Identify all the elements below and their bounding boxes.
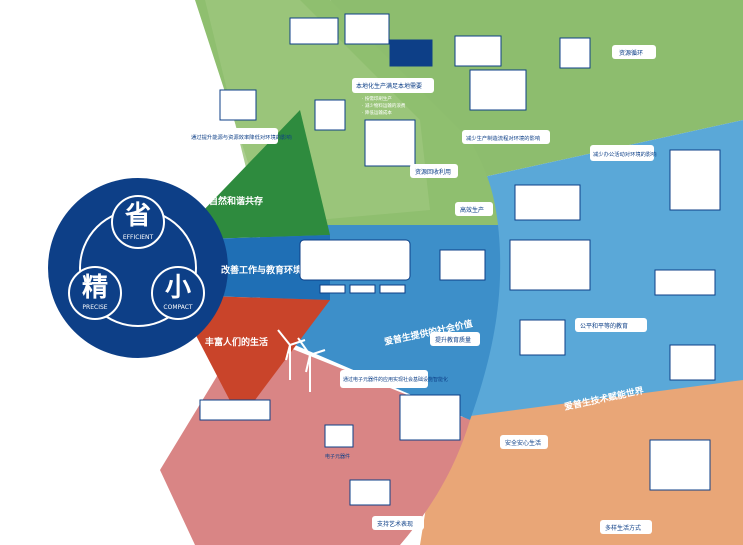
- wedge-nature: [175, 110, 330, 240]
- label-box-safe-life: [500, 435, 548, 449]
- label-equal-education: 公平和平等的教育: [580, 322, 628, 330]
- label-chip: 电子元器件: [325, 453, 350, 460]
- core-node-left: [68, 266, 122, 320]
- wedge-nature-label: 与自然和谐共存: [200, 195, 263, 207]
- label-local-sub1: · 按需印刷生产: [362, 95, 392, 102]
- label-art-support: 支持艺术表现: [377, 520, 413, 528]
- label-resource-cycle: 资源循环: [619, 49, 643, 57]
- core-sheng-en: EFFICIENT: [123, 234, 154, 241]
- core-jing-en: PRECISE: [82, 304, 107, 311]
- label-efficient-production: 高效生产: [460, 206, 484, 214]
- label-reduce-office: 减少办公活动对环境的影响: [593, 150, 657, 158]
- label-box-reduce-office: [590, 145, 654, 161]
- label-box-resource-cycle: [612, 45, 656, 59]
- core-jing: 精: [82, 273, 108, 303]
- core-xiao: 小: [165, 273, 191, 303]
- wedge-life-label: 丰富人们的生活: [205, 336, 268, 348]
- label-box-local-production: [352, 78, 434, 93]
- core-sheng: 省: [124, 201, 151, 231]
- wind-turbines: [277, 329, 326, 392]
- robot-arms-line: [299, 239, 486, 294]
- label-box-art-support: [372, 516, 424, 530]
- label-box-equal-education: [575, 318, 647, 332]
- label-local-sub3: · 降低运输成本: [362, 109, 392, 116]
- buildings-cluster: [219, 13, 591, 167]
- label-local-production: 本地化生产满足本地需要: [356, 82, 422, 90]
- core-xiao-en: COMPACT: [163, 304, 193, 311]
- label-box-reduce-manufacturing: [462, 130, 550, 144]
- label-local-sub2: · 减少物料运输的浪费: [362, 102, 406, 109]
- label-resource-recycle: 资源回收利用: [415, 168, 451, 176]
- label-box-electronic-society: [340, 370, 428, 388]
- label-safe-life: 安全安心生活: [505, 439, 541, 447]
- label-box-diverse-life: [600, 520, 652, 534]
- label-box-efficient-production: [455, 202, 493, 216]
- label-box-office-energy: [188, 128, 278, 144]
- label-box-improve-education: [430, 332, 480, 346]
- wedge-life: [175, 295, 330, 420]
- label-office-energy: 通过提升能源与资源效率降低对环境的影响: [191, 133, 292, 141]
- sector-outer-peach: [420, 380, 743, 545]
- wedge-work-label: 改善工作与教育环境: [221, 264, 302, 276]
- core-node-top: [111, 195, 165, 249]
- label-reduce-manufacturing: 减少生产制造流程对环境的影响: [466, 134, 540, 142]
- label-diverse-life: 多样生活方式: [605, 524, 641, 532]
- life-scenes: [199, 394, 711, 506]
- label-improve-education: 提升教育质量: [435, 336, 471, 344]
- label-electronic-society: 通过电子元器件的应用实现社会基础设施智能化: [343, 376, 448, 383]
- core-node-right: [151, 266, 205, 320]
- office-scenes: [509, 149, 721, 381]
- label-box-resource-recycle: [410, 164, 458, 178]
